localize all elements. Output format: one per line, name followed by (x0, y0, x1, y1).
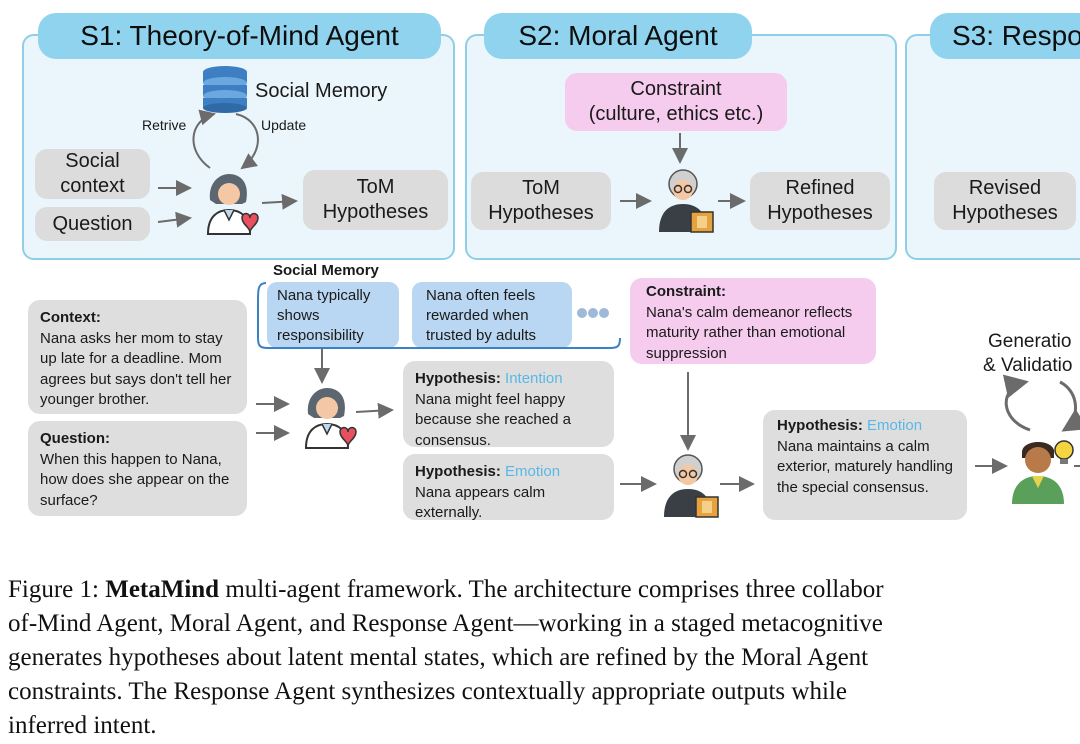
constraint-label: Constraint (646, 283, 721, 300)
hypothesis-type-emotion: Emotion (505, 463, 561, 480)
hypothesis-emotion-box: Hypothesis: Emotion Nana appears calm ex… (403, 454, 614, 522)
memory-item-1: Nana typically shows responsibility (267, 282, 399, 348)
memory-item-2: Nana often feels rewarded when trusted b… (412, 282, 572, 348)
memory-bracket (257, 282, 621, 349)
generation-line-1: Generatio (987, 331, 1072, 352)
generation-line-2: & Validatio (983, 355, 1073, 376)
caption-line-1-rest: multi-agent framework. The architecture … (219, 576, 884, 603)
hypothesis-label-3: Hypothesis (777, 417, 858, 434)
s2-tom-hypotheses-box: ToM Hypotheses (471, 172, 611, 230)
update-label: Update (261, 117, 307, 133)
tom-hypotheses-box: ToM Hypotheses (303, 170, 448, 230)
refined-hypotheses-box: Refined Hypotheses (750, 172, 890, 230)
figure-caption: Figure 1: MetaMind multi-agent framework… (8, 573, 884, 743)
caption-figure-label: Figure 1: (8, 576, 106, 603)
caption-metamind: MetaMind (105, 576, 220, 603)
caption-line-2: of-Mind Agent, Moral Agent, and Response… (8, 610, 883, 637)
tom-agent-icon-example (296, 384, 358, 450)
context-text: Nana asks her mom to stay up late for a … (40, 329, 232, 409)
refined-hypothesis-box: Hypothesis: Emotion Nana maintains a cal… (763, 410, 967, 520)
caption-line-4: constraints. The Response Agent synthesi… (8, 678, 847, 705)
tom-agent-icon (198, 170, 260, 236)
question-label: Question (40, 430, 106, 447)
constraint-box: Constraint (culture, ethics etc.) (565, 73, 787, 131)
constraint-text: Nana's calm demeanor reflects maturity r… (646, 303, 853, 362)
moral-agent-icon-example (658, 451, 724, 519)
question-example-box: Question: When this happen to Nana, how … (28, 421, 247, 516)
constraint-subtitle: (culture, ethics etc.) (588, 103, 764, 125)
hypothesis-intention-box: Hypothesis: Intention Nana might feel ha… (403, 361, 614, 449)
social-memory-label: Social Memory (255, 80, 388, 102)
s3-title: S3: Respo (930, 13, 1080, 59)
generation-validation-label: Generatio & Validatio (983, 330, 1072, 378)
social-memory-title: Social Memory (273, 262, 379, 279)
response-agent-icon (1008, 432, 1080, 504)
hypothesis-intention-text: Nana might feel happy because she reache… (415, 390, 571, 449)
question-text: When this happen to Nana, how does she a… (40, 450, 230, 509)
s1-title: S1: Theory-of-Mind Agent (38, 13, 441, 59)
retrieve-label: Retrive (142, 117, 187, 133)
caption-line-3: generates hypotheses about latent mental… (8, 644, 869, 671)
context-box: Context: Nana asks her mom to stay up la… (28, 300, 247, 414)
context-label: Context (40, 309, 96, 326)
moral-agent-icon (653, 166, 719, 234)
cycle-arrows-icon (1002, 374, 1080, 432)
hypothesis-label-1: Hypothesis (415, 370, 496, 387)
caption-line-1: Figure 1: MetaMind multi-agent framework… (8, 573, 884, 607)
hypothesis-label-2: Hypothesis (415, 463, 496, 480)
question-box: Question (35, 207, 150, 241)
constraint-example-box: Constraint: Nana's calm demeanor reflect… (630, 278, 876, 364)
refined-hypothesis-text: Nana maintains a calm exterior, maturely… (777, 437, 953, 496)
social-context-box: Social context (35, 149, 150, 199)
constraint-title: Constraint (630, 78, 722, 100)
hypothesis-type-intention: Intention (505, 370, 563, 387)
ellipsis-icon (576, 306, 610, 320)
hypothesis-emotion-text: Nana appears calm externally. (415, 483, 546, 522)
revised-hypotheses-box: Revised Hypotheses (934, 172, 1076, 230)
caption-line-5: inferred intent. (8, 712, 157, 739)
hypothesis-type-emotion-refined: Emotion (867, 417, 923, 434)
s2-title: S2: Moral Agent (484, 13, 752, 59)
